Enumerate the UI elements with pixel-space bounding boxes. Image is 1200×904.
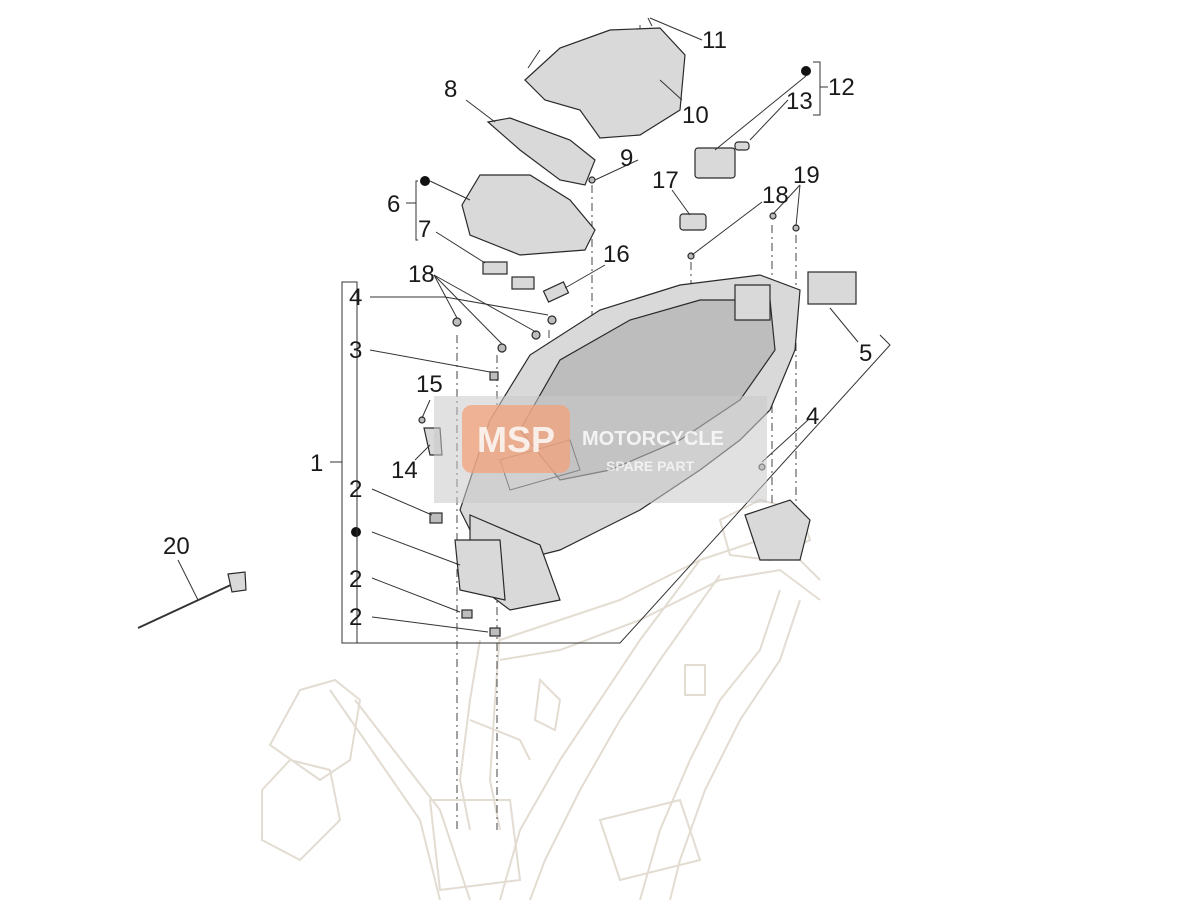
callout-labels: 1 2 2 2 3 4 4 5 6 7 8 9 10 11 12 13 14 1… bbox=[163, 27, 872, 631]
callout-7: 7 bbox=[418, 216, 431, 243]
battery-box bbox=[694, 147, 736, 179]
watermark-logo-text: MSP bbox=[477, 419, 555, 460]
callout-15: 15 bbox=[416, 371, 443, 398]
callout-20: 20 bbox=[163, 533, 190, 560]
callout-10: 10 bbox=[682, 102, 709, 129]
callout-19: 19 bbox=[793, 162, 820, 189]
callout-18b: 18 bbox=[762, 182, 789, 209]
callout-2b: 2 bbox=[349, 566, 362, 593]
callout-14: 14 bbox=[391, 457, 418, 484]
storage-tray bbox=[461, 174, 596, 256]
callout-17: 17 bbox=[652, 167, 679, 194]
cover-panel bbox=[524, 27, 686, 139]
watermark: MSP MOTORCYCLE SPARE PART bbox=[434, 396, 767, 503]
callout-2a: 2 bbox=[349, 476, 362, 503]
callout-11: 11 bbox=[702, 27, 727, 54]
pad-b bbox=[511, 276, 535, 290]
callout-6: 6 bbox=[387, 191, 400, 218]
cable-tie bbox=[137, 571, 247, 629]
watermark-line1: MOTORCYCLE bbox=[582, 428, 724, 450]
courtesy-light bbox=[542, 281, 570, 303]
callout-12: 12 bbox=[828, 74, 855, 101]
side-bracket bbox=[744, 499, 811, 561]
trim-panel bbox=[486, 117, 596, 186]
callout-13: 13 bbox=[786, 88, 813, 115]
switch bbox=[679, 213, 707, 231]
watermark-logo-badge bbox=[462, 405, 570, 473]
callout-4a: 4 bbox=[349, 284, 362, 311]
bullet-1 bbox=[351, 527, 361, 537]
callout-5: 5 bbox=[859, 340, 872, 367]
leader-lines bbox=[177, 17, 891, 644]
bullet-6 bbox=[420, 176, 430, 186]
fuse bbox=[734, 141, 750, 151]
callout-2c: 2 bbox=[349, 604, 362, 631]
bullet-12 bbox=[801, 66, 811, 76]
callout-18a: 18 bbox=[408, 261, 435, 288]
callout-16: 16 bbox=[603, 241, 630, 268]
callout-9: 9 bbox=[620, 145, 633, 172]
callout-1: 1 bbox=[310, 450, 323, 477]
callout-3: 3 bbox=[349, 337, 362, 364]
plate bbox=[807, 271, 857, 305]
callout-4b: 4 bbox=[806, 403, 819, 430]
watermark-line2: SPARE PART bbox=[606, 458, 695, 474]
callout-8: 8 bbox=[444, 76, 457, 103]
pad-a bbox=[482, 261, 508, 275]
